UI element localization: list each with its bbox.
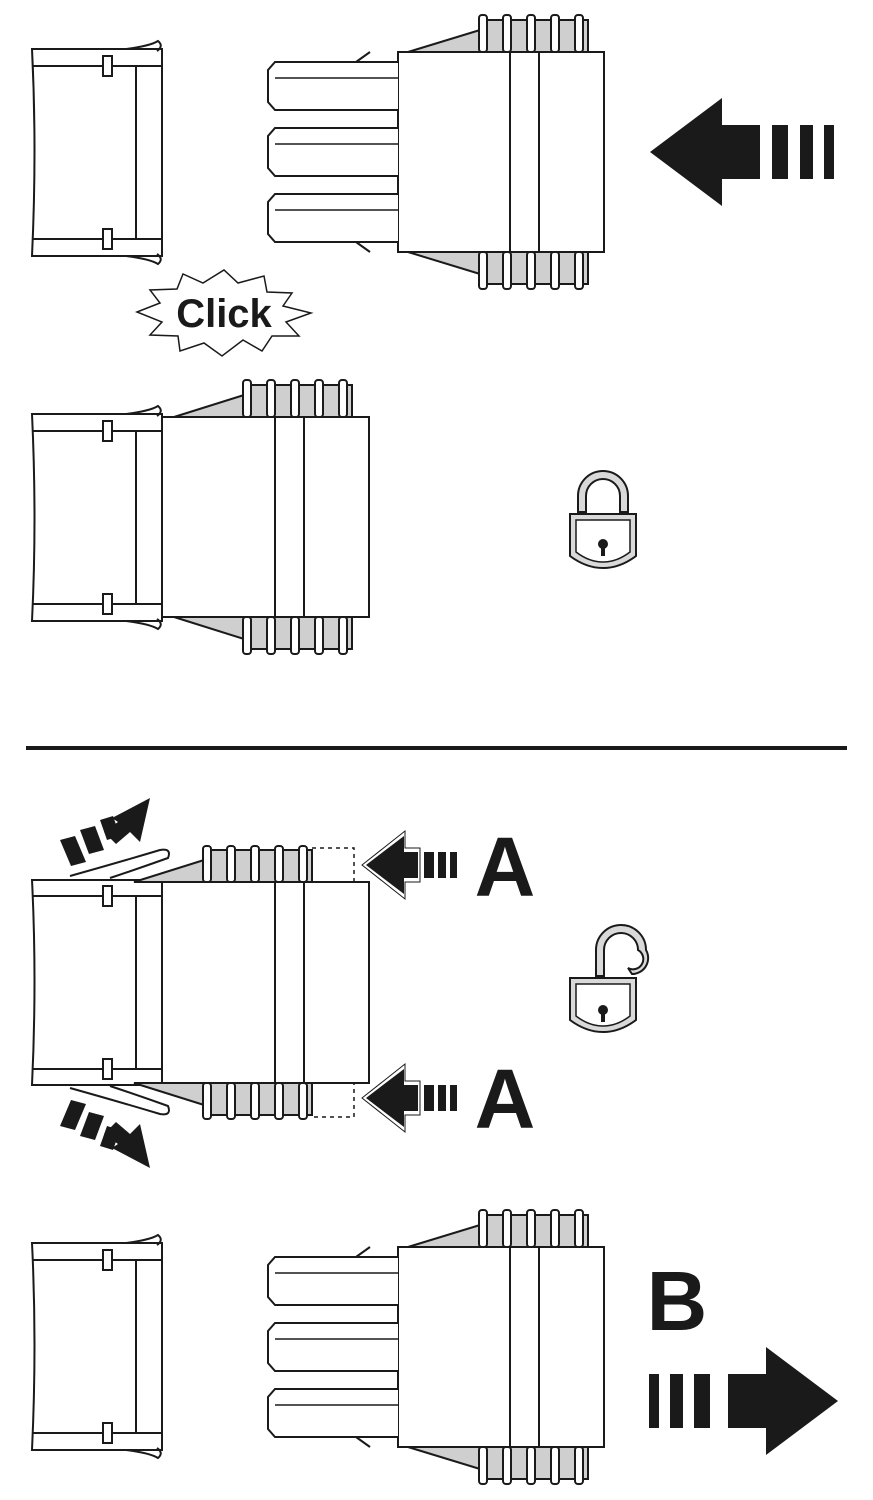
padlock-closed-icon bbox=[569, 470, 637, 570]
plug-step4 bbox=[267, 1209, 605, 1485]
press-arrow-a-top-icon bbox=[361, 829, 457, 901]
receptacle-step4 bbox=[31, 1234, 163, 1459]
receptacle-step1 bbox=[31, 40, 163, 265]
mated-connector-releasing bbox=[30, 845, 370, 1120]
label-b: B bbox=[647, 1254, 708, 1348]
plug-step1 bbox=[267, 14, 605, 290]
release-arrow-top-icon bbox=[60, 798, 150, 866]
release-arrow-bottom-icon bbox=[60, 1100, 150, 1168]
arrow-right-icon bbox=[649, 1347, 838, 1455]
padlock-open-icon bbox=[569, 924, 650, 1034]
click-burst: Click bbox=[134, 269, 314, 357]
arrow-left-icon bbox=[650, 98, 834, 206]
press-arrow-a-bottom-icon bbox=[361, 1062, 457, 1134]
click-label: Click bbox=[176, 292, 272, 336]
mated-connector bbox=[31, 379, 370, 655]
label-a-top: A bbox=[475, 820, 536, 914]
label-a-bottom: A bbox=[475, 1052, 536, 1146]
